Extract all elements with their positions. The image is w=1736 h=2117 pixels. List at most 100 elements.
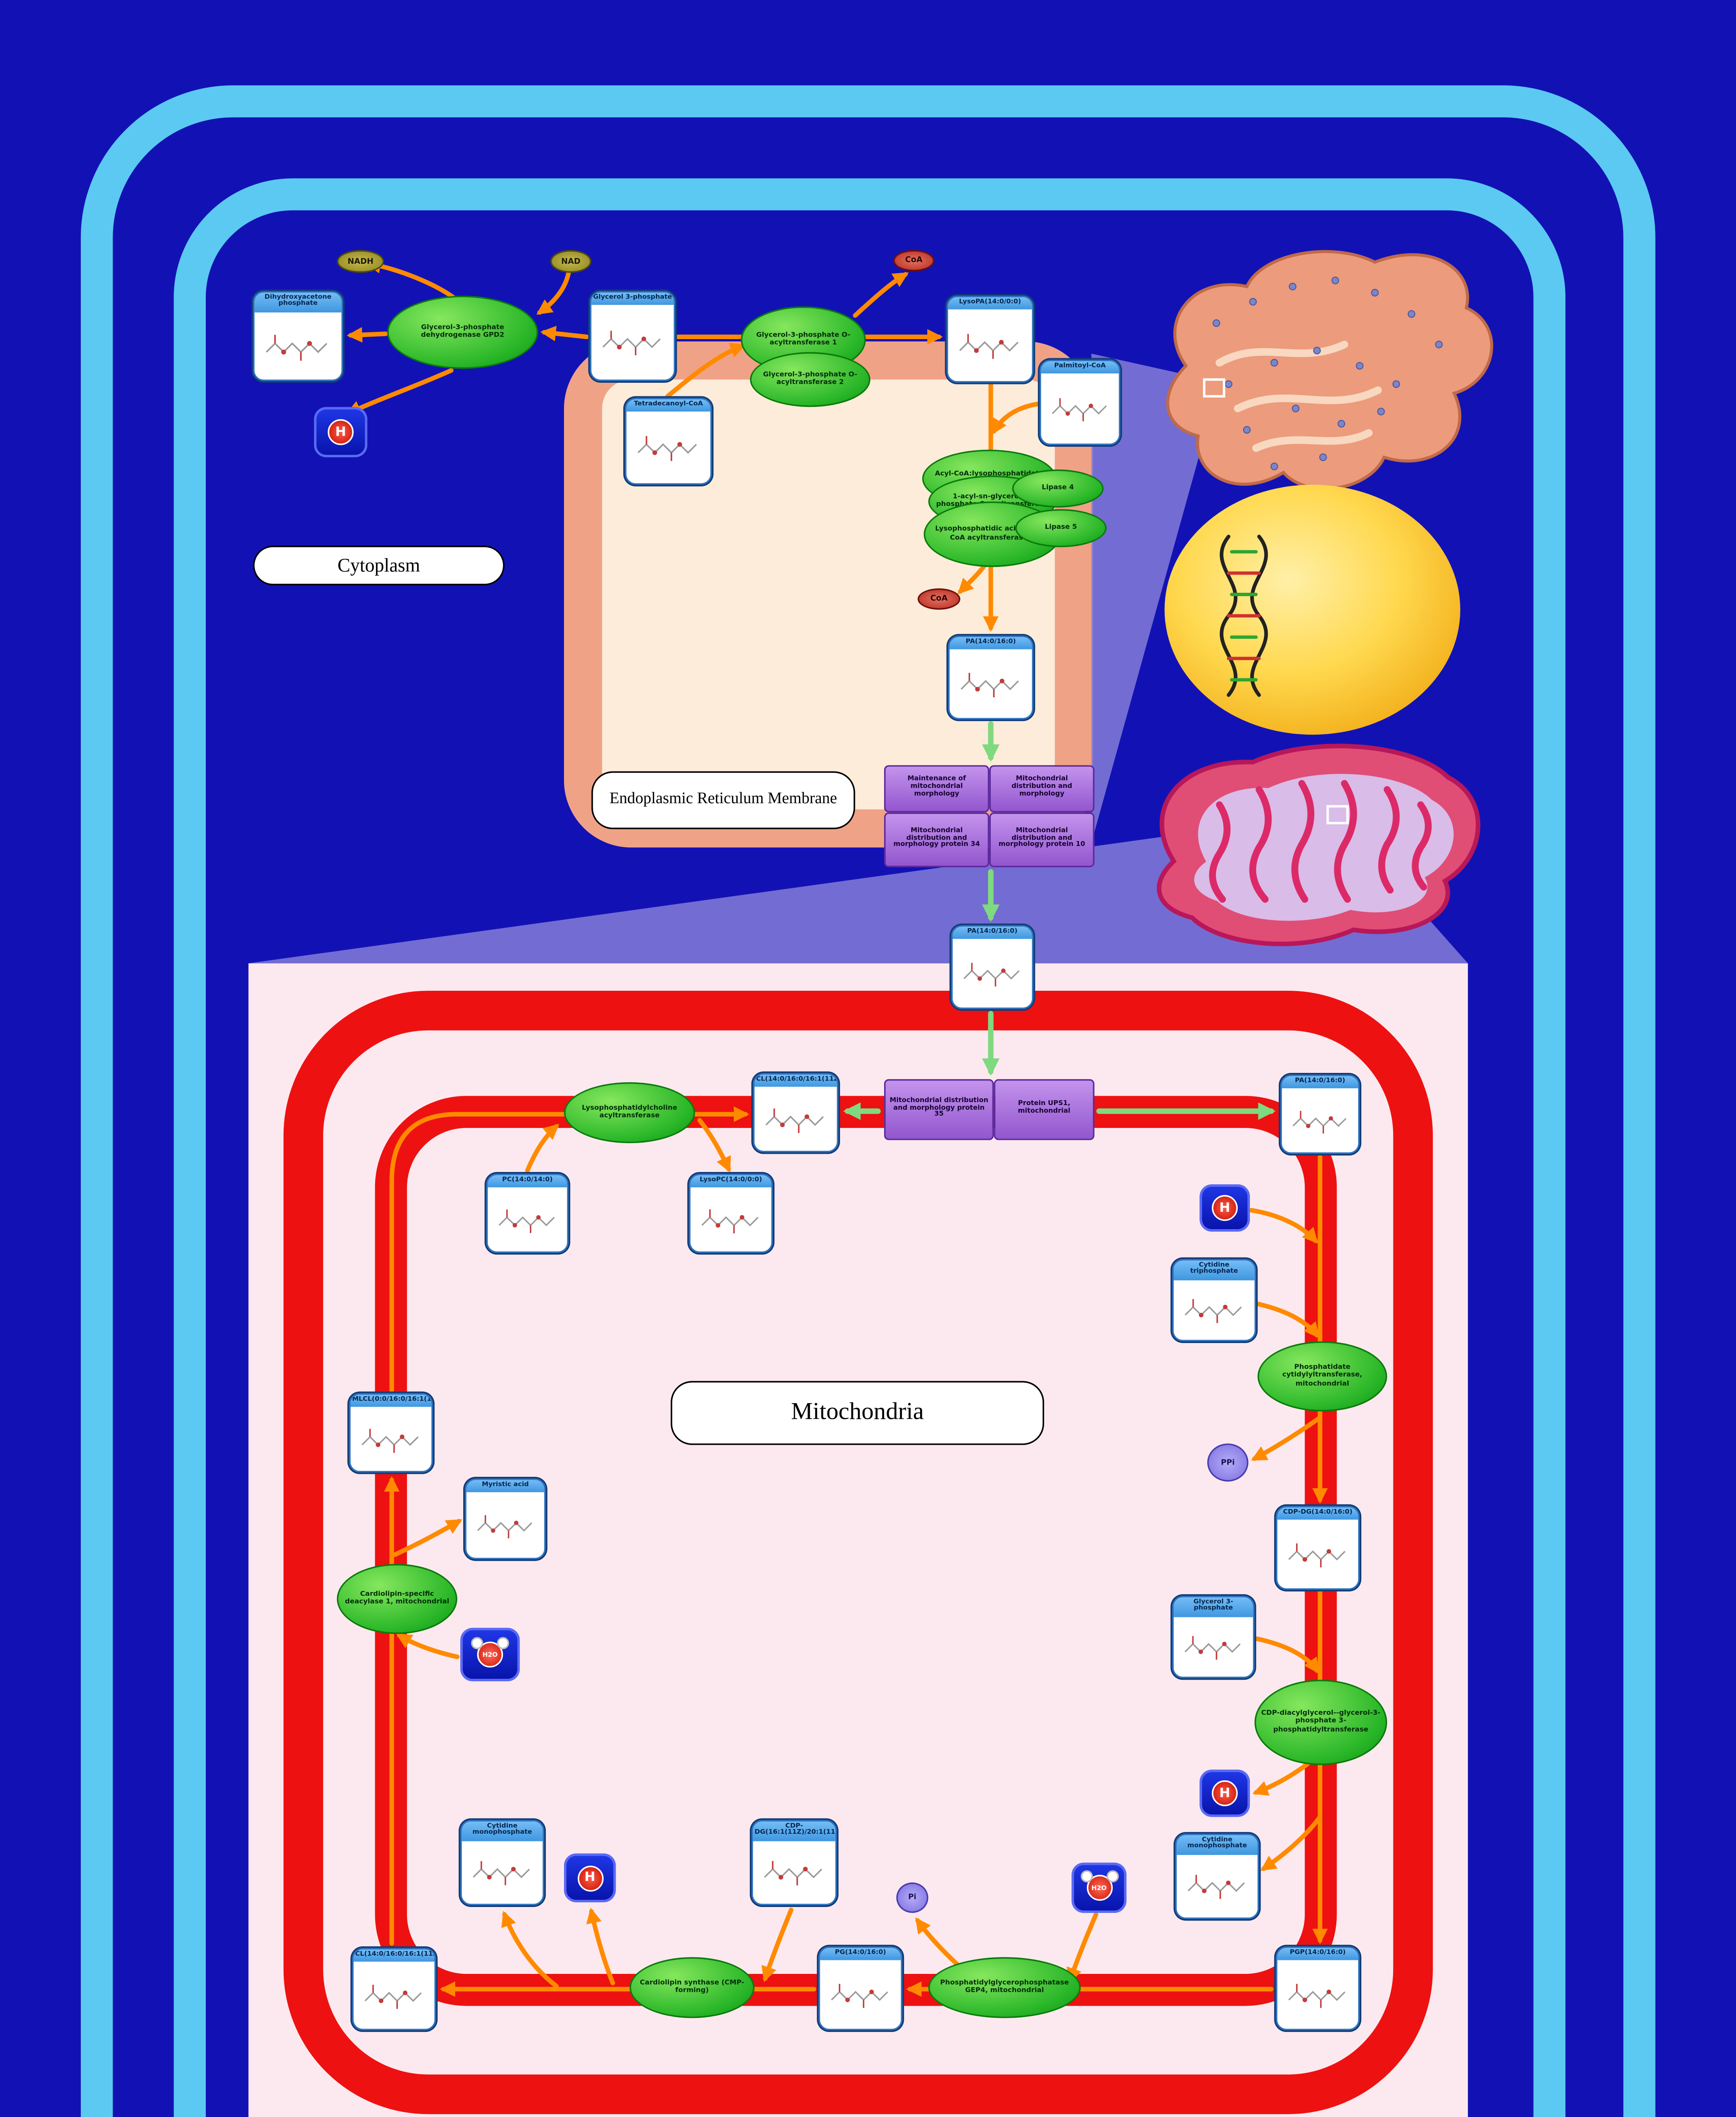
metabolite-label: PA(14:0/16:0) xyxy=(1282,1076,1358,1089)
hydrogen-ion-icon: H xyxy=(328,419,354,445)
enzyme-label: Lipase 4 xyxy=(1042,484,1074,492)
chemical-structure-icon xyxy=(1282,1088,1358,1152)
metabolite-pgp-14-0-16-0[interactable]: PGP(14:0/16:0) xyxy=(1276,1946,1360,2031)
metabolite-label: PA(14:0/16:0) xyxy=(949,637,1032,649)
phosphate-label: Pi xyxy=(908,1893,917,1902)
cofactor-coa-coa[interactable]: CoA xyxy=(893,250,934,271)
enzyme-label: Cardiolipin synthase (CMP-forming) xyxy=(640,1980,744,1995)
cofactor-nad-nadh[interactable]: NADH xyxy=(337,250,384,273)
enzyme-lipase-5[interactable]: Lipase 5 xyxy=(1015,509,1107,547)
protein-label: Mitochondrial distribution and morpholog… xyxy=(890,1097,989,1120)
protein-mitochondrial-distribution-and-morphology-protei[interactable]: Mitochondrial distribution and morpholog… xyxy=(884,1079,994,1140)
cofactor-coa-label: CoA xyxy=(905,256,923,265)
enzyme-label: Lipase 5 xyxy=(1045,524,1077,532)
metabolite-label: CDP-DG(14:0/16:0) xyxy=(1277,1507,1358,1520)
metabolite-pa-14-0-16-0[interactable]: PA(14:0/16:0) xyxy=(951,925,1034,1009)
metabolite-glycerol-3-phosphate[interactable]: Glycerol 3-phosphate xyxy=(590,291,675,381)
cell-membrane-outer xyxy=(80,85,1656,2117)
enzyme-phosphatidylglycerophosphatase-gep4-mitochondria[interactable]: Phosphatidylglycerophosphatase GEP4, mit… xyxy=(928,1957,1081,2018)
cristae-icon xyxy=(1209,780,1432,903)
chemical-structure-icon xyxy=(690,1187,771,1252)
phosphate-pi[interactable]: Pi xyxy=(896,1882,929,1913)
ribosome-dots-icon xyxy=(1212,276,1443,470)
metabolite-myristic-acid[interactable]: Myristic acid xyxy=(465,1479,546,1559)
metabolite-label: Tetradecanoyl-CoA xyxy=(626,399,710,412)
enzyme-phosphatidate-cytidylyltransferase-mitochondrial[interactable]: Phosphatidate cytidylyltransferase, mito… xyxy=(1258,1341,1387,1412)
enzyme-cardiolipin-synthase-cmp-forming[interactable]: Cardiolipin synthase (CMP-forming) xyxy=(629,1957,755,2018)
metabolite-cdp-dg-14-0-16-0[interactable]: CDP-DG(14:0/16:0) xyxy=(1276,1506,1360,1590)
metabolite-pa-14-0-16-0[interactable]: PA(14:0/16:0) xyxy=(1280,1075,1360,1154)
metabolite-palmitoyl-coa[interactable]: Palmitoyl-CoA xyxy=(1039,359,1120,445)
protein-mitochondrial-distribution-and-morphology-protei[interactable]: Mitochondrial distribution and morpholog… xyxy=(884,812,990,868)
protein-maintenance-of-mitochondrial-morphology[interactable]: Maintenance of mitochondrial morphology xyxy=(884,765,990,813)
enzyme-cardiolipin-specific-deacylase-1-mitochondrial[interactable]: Cardiolipin-specific deacylase 1, mitoch… xyxy=(337,1564,457,1634)
water-h2o[interactable]: H2O xyxy=(1071,1863,1127,1913)
dna-helix-icon xyxy=(1219,534,1268,697)
hydrogen-ion-icon: H xyxy=(1212,1195,1238,1221)
water-molecule-icon: H2O xyxy=(471,1637,509,1668)
nucleus-illustration xyxy=(1164,484,1460,735)
enzyme-label: Glycerol-3-phosphate O-acyltransferase 2 xyxy=(763,372,857,387)
metabolite-label: CDP-DG(16:1(11Z)/20:1(11Z)) xyxy=(753,1821,835,1841)
chemical-structure-icon xyxy=(591,304,674,380)
phosphate-label: PPi xyxy=(1221,1458,1235,1467)
enzyme-lysophosphatidylcholine-acyltransferase[interactable]: Lysophosphatidylcholine acyltransferase xyxy=(564,1082,695,1143)
mitochondria-label: Mitochondria xyxy=(671,1381,1044,1445)
protein-mitochondrial-distribution-and-morphology[interactable]: Mitochondrial distribution and morpholog… xyxy=(989,765,1095,813)
chemical-structure-icon xyxy=(949,649,1032,718)
ion-h-h[interactable]: H xyxy=(564,1853,616,1902)
metabolite-label: MLCL(0:0/16:0/16:1(11Z)/20:1(11Z)) xyxy=(351,1395,431,1407)
metabolite-cl-14-0-16-0-16-1-11z-20-1-11z[interactable]: CL(14:0/16:0/16:1(11Z)/20:1(11Z)) xyxy=(352,1948,436,2031)
enzyme-cdp-diacylglycerol-glycerol-3-phosphate-3-phosph[interactable]: CDP-diacylglycerol--glycerol-3-phosphate… xyxy=(1254,1680,1387,1765)
metabolite-cl-14-0-16-0-16-1-11z-20-1-11z[interactable]: CL(14:0/16:0/16:1(11Z)/20:1(11Z)) xyxy=(753,1073,838,1152)
metabolite-glycerol-3-phosphate[interactable]: Glycerol 3-phosphate xyxy=(1172,1596,1255,1678)
chemical-structure-icon xyxy=(1277,1519,1358,1589)
metabolite-pg-14-0-16-0[interactable]: PG(14:0/16:0) xyxy=(818,1946,903,2031)
metabolite-cytidine-triphosphate[interactable]: Cytidine triphosphate xyxy=(1172,1259,1256,1341)
enzyme-lipase-4[interactable]: Lipase 4 xyxy=(1012,469,1104,508)
protein-protein-ups1-mitochondrial[interactable]: Protein UPS1, mitochondrial xyxy=(994,1079,1095,1140)
chemical-structure-icon xyxy=(354,1961,434,2029)
metabolite-label: CL(14:0/16:0/16:1(11Z)/20:1(11Z)) xyxy=(354,1949,434,1962)
chemical-structure-icon xyxy=(254,312,342,380)
mitochondrion-illustration xyxy=(1157,743,1481,946)
er-illustration xyxy=(1166,250,1493,490)
metabolite-label: LysoPC(14:0/0:0) xyxy=(690,1175,771,1188)
enzyme-glycerol-3-phosphate-dehydrogenase-gpd2[interactable]: Glycerol-3-phosphate dehydrogenase GPD2 xyxy=(387,296,538,369)
zoom-beam-mitochondria xyxy=(248,814,1468,964)
chemical-structure-icon xyxy=(1174,1280,1255,1340)
enzyme-glycerol-3-phosphate-o-acyltransferase-2[interactable]: Glycerol-3-phosphate O-acyltransferase 2 xyxy=(750,352,871,407)
ion-h-h[interactable]: H xyxy=(314,407,368,457)
metabolite-mlcl-0-0-16-0-16-1-11z-20-1-11z[interactable]: MLCL(0:0/16:0/16:1(11Z)/20:1(11Z)) xyxy=(349,1393,433,1473)
metabolite-label: LysoPA(14:0/0:0) xyxy=(948,297,1032,310)
protein-label: Mitochondrial distribution and morpholog… xyxy=(1011,776,1073,799)
metabolite-cdp-dg-16-1-11z-20-1-11z[interactable]: CDP-DG(16:1(11Z)/20:1(11Z)) xyxy=(751,1820,837,1905)
cofactor-coa-coa[interactable]: CoA xyxy=(918,588,960,610)
chemical-structure-icon xyxy=(488,1187,567,1252)
metabolite-pa-14-0-16-0[interactable]: PA(14:0/16:0) xyxy=(948,636,1034,720)
protein-mitochondrial-distribution-and-morphology-protei[interactable]: Mitochondrial distribution and morpholog… xyxy=(989,812,1095,868)
metabolite-cytidine-monophosphate[interactable]: Cytidine monophosphate xyxy=(460,1820,545,1905)
metabolite-label: Dihydroxyacetone phosphate xyxy=(254,293,342,312)
ion-h-h[interactable]: H xyxy=(1200,1184,1250,1232)
metabolite-cytidine-monophosphate[interactable]: Cytidine monophosphate xyxy=(1175,1833,1259,1919)
ion-h-h[interactable]: H xyxy=(1200,1769,1250,1817)
er-membrane-label: Endoplasmic Reticulum Membrane xyxy=(591,771,855,829)
metabolite-label: PA(14:0/16:0) xyxy=(953,926,1032,939)
metabolite-label: Cytidine monophosphate xyxy=(1177,1835,1258,1855)
phosphate-ppi[interactable]: PPi xyxy=(1207,1443,1249,1482)
mitochondrial-outer-membrane xyxy=(283,991,1433,2114)
enzyme-label: Glycerol-3-phosphate O-acyltransferase 1 xyxy=(756,332,851,348)
chemical-structure-icon xyxy=(1177,1854,1258,1918)
zoom-source-marker-er xyxy=(1203,378,1225,398)
metabolite-dihydroxyacetone-phosphate[interactable]: Dihydroxyacetone phosphate xyxy=(253,291,343,381)
chemical-structure-icon xyxy=(1041,373,1119,444)
metabolite-lysopa-14-0-0-0[interactable]: LysoPA(14:0/0:0) xyxy=(946,296,1034,383)
metabolite-tetradecanoyl-coa[interactable]: Tetradecanoyl-CoA xyxy=(625,398,712,485)
metabolite-lysopc-14-0-0-0[interactable]: LysoPC(14:0/0:0) xyxy=(689,1174,773,1253)
water-h2o[interactable]: H2O xyxy=(460,1628,520,1681)
metabolite-label: Cytidine triphosphate xyxy=(1174,1260,1255,1280)
cofactor-nad-nad[interactable]: NAD xyxy=(550,250,592,273)
metabolite-pc-14-0-14-0[interactable]: PC(14:0/14:0) xyxy=(486,1174,569,1253)
